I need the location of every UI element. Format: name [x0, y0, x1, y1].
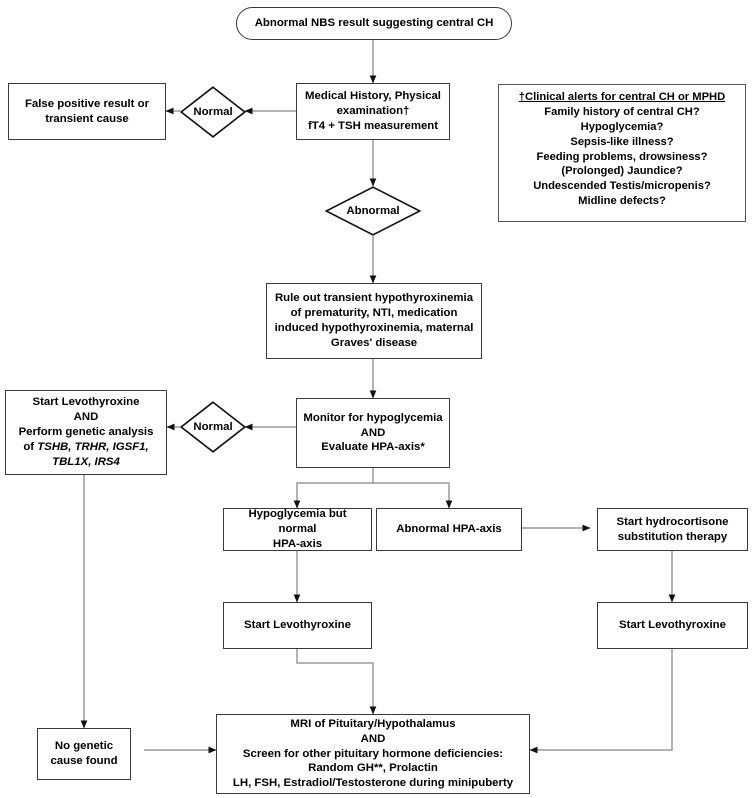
- node-hydrocortisone-line2: substitution therapy: [617, 530, 728, 543]
- node-no-genetic-line1: No genetic: [54, 740, 114, 753]
- node-levo-right-label: Start Levothyroxine: [619, 619, 726, 632]
- node-monitor-line3: Evaluate HPA-axis*: [321, 441, 425, 454]
- wire-monitor-to-hypoglycemia: [293, 468, 374, 509]
- node-mri-line1: MRI of Pituitary/Hypothalamus: [290, 717, 456, 730]
- node-start-levothyroxine-genetic[interactable]: Start Levothyroxine AND Perform genetic …: [5, 390, 167, 475]
- clinical-alerts-header: †Clinical alerts for central CH or MPHD: [518, 91, 726, 103]
- node-clinical-alerts: †Clinical alerts for central CH or MPHD …: [498, 84, 746, 222]
- wire-monitor-to-abnormal-hpa: [373, 482, 453, 509]
- clinical-alert-item: Midline defects?: [578, 195, 666, 208]
- node-hypo-normal-line2: HPA-axis: [272, 537, 323, 550]
- node-start-label: Abnormal NBS result suggesting central C…: [254, 17, 494, 30]
- clinical-alert-item: (Prolonged) Jaundice?: [561, 165, 683, 178]
- clinical-alert-item: Feeding problems, drowsiness?: [536, 150, 708, 163]
- clinical-alert-item: Sepsis-like illness?: [570, 135, 674, 148]
- decision-normal-2[interactable]: Normal: [180, 401, 246, 453]
- node-monitor-line2: AND: [360, 426, 386, 439]
- node-medical-history-line1: Medical History, Physical: [305, 90, 441, 103]
- node-false-positive-line2: transient cause: [45, 112, 129, 125]
- node-medical-history[interactable]: Medical History, Physical examination† f…: [296, 83, 450, 140]
- node-genetic-line4-prefix: of: [23, 440, 38, 453]
- node-rule-out-line1: Rule out transient hypothyroxinemia: [274, 292, 474, 305]
- node-mri-line3: Screen for other pituitary hormone defic…: [242, 747, 504, 760]
- node-abnormal-hpa-label: Abnormal HPA-axis: [396, 523, 502, 536]
- node-false-positive-line1: False positive result or: [24, 97, 150, 110]
- node-start-hydrocortisone[interactable]: Start hydrocortisone substitution therap…: [597, 508, 748, 551]
- decision-abnormal[interactable]: Abnormal: [325, 186, 421, 236]
- wire-levo-left-to-mri: [296, 649, 377, 715]
- node-rule-out-line2: of prematurity, NTI, medication: [290, 307, 458, 320]
- node-monitor-line1: Monitor for hypoglycemia: [303, 411, 443, 424]
- wire-levo-right-to-mri: [529, 649, 673, 754]
- decision-normal-1[interactable]: Normal: [180, 86, 246, 138]
- decision-normal-1-label: Normal: [193, 106, 233, 118]
- node-mri-line4: Random GH**, Prolactin: [308, 762, 438, 775]
- node-mri-line2: AND: [360, 732, 386, 745]
- node-hypoglycemia-normal-hpa[interactable]: Hypoglycemia but normal HPA-axis: [223, 508, 372, 551]
- diamond-shape-icon: [325, 186, 421, 236]
- node-hydrocortisone-line1: Start hydrocortisone: [616, 515, 729, 528]
- node-false-positive[interactable]: False positive result or transient cause: [8, 83, 166, 140]
- node-levo-left-label: Start Levothyroxine: [244, 619, 351, 632]
- node-rule-out-line4: Graves' disease: [330, 336, 418, 349]
- node-medical-history-line3: fT4 + TSH measurement: [307, 119, 439, 132]
- node-hypo-normal-line1: Hypoglycemia but normal: [248, 508, 347, 536]
- node-medical-history-line2: examination†: [336, 105, 410, 118]
- decision-abnormal-label: Abnormal: [346, 205, 400, 217]
- clinical-alert-item: Hypoglycemia?: [580, 120, 664, 133]
- node-monitor-hypoglycemia[interactable]: Monitor for hypoglycemia AND Evaluate HP…: [296, 398, 450, 468]
- clinical-alert-item: Undescended Testis/micropenis?: [533, 180, 711, 193]
- node-rule-out-transient[interactable]: Rule out transient hypothyroxinemia of p…: [266, 283, 482, 359]
- node-no-genetic-line2: cause found: [50, 755, 118, 767]
- node-start-levothyroxine-right[interactable]: Start Levothyroxine: [597, 602, 748, 649]
- node-mri-pituitary-screening[interactable]: MRI of Pituitary/Hypothalamus AND Screen…: [216, 714, 530, 794]
- node-abnormal-hpa[interactable]: Abnormal HPA-axis: [376, 508, 522, 551]
- node-rule-out-line3: induced hypothyroxinemia, maternal: [274, 322, 474, 334]
- clinical-alert-item: Family history of central CH?: [544, 105, 700, 118]
- node-no-genetic-cause[interactable]: No genetic cause found: [37, 728, 131, 780]
- node-start[interactable]: Abnormal NBS result suggesting central C…: [236, 7, 512, 40]
- node-genetic-line2: AND: [73, 411, 99, 424]
- diamond-shape-icon: [180, 401, 246, 453]
- node-mri-line5: LH, FSH, Estradiol/Testosterone during m…: [232, 777, 514, 790]
- node-genetic-line1: Start Levothyroxine: [32, 396, 140, 409]
- node-genetic-line3: Perform genetic analysis: [18, 426, 154, 439]
- decision-normal-2-label: Normal: [193, 421, 233, 433]
- diamond-shape-icon: [180, 86, 246, 138]
- node-genetic-gene-list-1: TSHB, TRHR, IGSF1,: [37, 440, 149, 453]
- node-genetic-gene-list-2: TBL1X, IRS4: [52, 455, 120, 468]
- node-start-levothyroxine-left[interactable]: Start Levothyroxine: [223, 602, 372, 649]
